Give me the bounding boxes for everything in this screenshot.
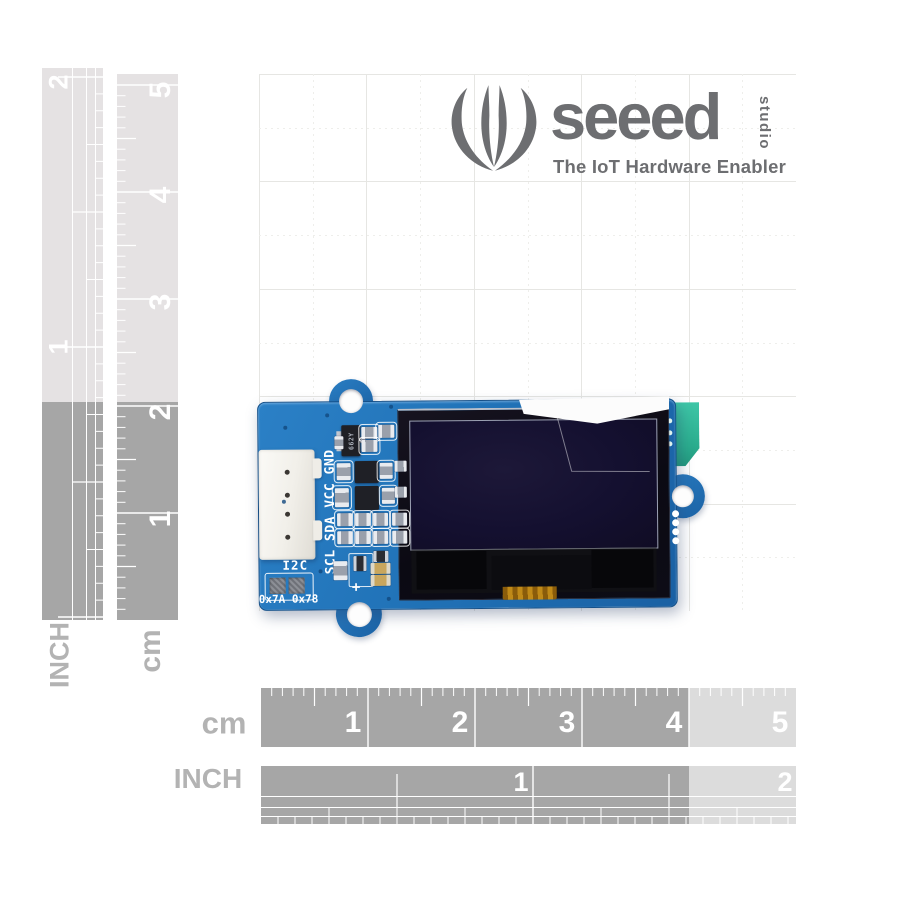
connector-pin bbox=[284, 492, 290, 498]
ruler-number: 4 bbox=[665, 706, 683, 739]
ruler-number: 2 bbox=[144, 403, 177, 421]
ruler-dark-segment bbox=[117, 402, 178, 620]
smd-resistor bbox=[370, 509, 392, 529]
jumper-pad bbox=[269, 577, 286, 594]
smd-capacitor bbox=[370, 562, 391, 574]
ruler-number: 4 bbox=[144, 186, 177, 204]
smd-resistor bbox=[370, 527, 392, 547]
smd-chip bbox=[354, 485, 380, 511]
ruler-number: 2 bbox=[777, 767, 793, 797]
via bbox=[283, 425, 288, 430]
mounting-hole-right bbox=[671, 485, 694, 508]
ruler-number: 2 bbox=[43, 74, 74, 90]
via bbox=[386, 596, 391, 601]
smd-resistor bbox=[334, 528, 356, 548]
tick-marks bbox=[271, 688, 786, 747]
tick-marks bbox=[261, 766, 796, 824]
seeed-studio-logo: seeed studio The IoT Hardware Enabler bbox=[446, 82, 791, 187]
protective-film-reflection bbox=[554, 409, 650, 473]
ruler-number: 1 bbox=[513, 767, 529, 797]
smd-resistor bbox=[334, 510, 356, 530]
smd-diode bbox=[373, 550, 389, 562]
smd-chip bbox=[354, 460, 379, 484]
ruler-number: 5 bbox=[144, 81, 177, 99]
logo-wordmark: seeed bbox=[550, 80, 722, 153]
pin-labels-text: SCL SDA VCC GND bbox=[322, 449, 339, 575]
ruler-label-bottom-cm: cm bbox=[201, 705, 247, 741]
regulator-chip: 662Y bbox=[341, 425, 361, 457]
connector-pin bbox=[285, 534, 291, 540]
logo-studio-text: studio bbox=[755, 96, 775, 160]
smd-resistor bbox=[331, 485, 353, 511]
smd-resistor bbox=[378, 484, 398, 507]
grove-oled-module: SCL SDA VCC GND I2C 0x7A 0x78 + 662Y bbox=[255, 376, 709, 642]
tick-marks bbox=[58, 68, 103, 620]
castellated-notch bbox=[672, 519, 680, 527]
chip-label: 662Y bbox=[346, 431, 355, 450]
via bbox=[318, 569, 323, 574]
ruler-number: 1 bbox=[43, 339, 74, 355]
ruler-number: 3 bbox=[144, 293, 177, 311]
smd-resistor bbox=[358, 423, 381, 443]
i2c-address-label: 0x7A 0x78 bbox=[258, 592, 319, 606]
castellated-notch bbox=[672, 537, 680, 545]
smd-resistor bbox=[376, 459, 396, 482]
mounting-hole-top bbox=[338, 389, 364, 414]
ruler-label-left-inch: INCH bbox=[44, 622, 75, 688]
tick-marks bbox=[117, 84, 178, 610]
smd-diode bbox=[353, 556, 367, 572]
connector-pin bbox=[285, 511, 291, 517]
backdrop-grid bbox=[259, 74, 796, 611]
mounting-hole-bottom bbox=[346, 601, 373, 628]
via bbox=[325, 413, 330, 418]
logo-studio-label: studio bbox=[756, 96, 773, 150]
ruler-number: 1 bbox=[144, 510, 177, 528]
logo-tagline: The IoT Hardware Enabler bbox=[553, 156, 787, 177]
ruler-bottom-cm: 1 2 3 4 5 bbox=[261, 688, 796, 747]
ruler-number: 3 bbox=[558, 706, 576, 739]
ruler-label-left-cm: cm bbox=[134, 629, 167, 673]
via bbox=[281, 499, 286, 504]
jumper-pad bbox=[288, 577, 305, 594]
seeed-lotus-icon bbox=[451, 85, 537, 171]
ruler-light-segment bbox=[689, 766, 796, 824]
ruler-number: 1 bbox=[344, 706, 362, 739]
smd-capacitor bbox=[333, 561, 348, 581]
castellated-notch bbox=[672, 510, 680, 518]
ruler-dark-segment bbox=[261, 766, 689, 824]
smd-capacitor bbox=[334, 436, 344, 450]
grove-connector bbox=[258, 449, 316, 560]
ruler-bottom-inch: 1 2 bbox=[261, 766, 796, 824]
ruler-left-inch: 1 2 bbox=[42, 68, 103, 620]
connector-pin bbox=[284, 469, 290, 475]
castellated-notch bbox=[672, 528, 680, 536]
smd-resistor bbox=[333, 460, 354, 484]
smd-resistor bbox=[352, 527, 374, 548]
ruler-number: 5 bbox=[771, 706, 789, 739]
smd-capacitor bbox=[370, 574, 391, 586]
ruler-left-cm: 1 2 3 4 5 bbox=[117, 74, 178, 620]
smd-resistor bbox=[358, 436, 381, 456]
smd-resistor bbox=[375, 421, 398, 441]
ruler-number: 2 bbox=[451, 706, 469, 739]
i2c-silkscreen-label: I2C bbox=[282, 557, 309, 573]
ruler-label-bottom-inch: INCH bbox=[173, 763, 243, 794]
via bbox=[389, 404, 394, 409]
smd-resistor bbox=[352, 509, 374, 530]
